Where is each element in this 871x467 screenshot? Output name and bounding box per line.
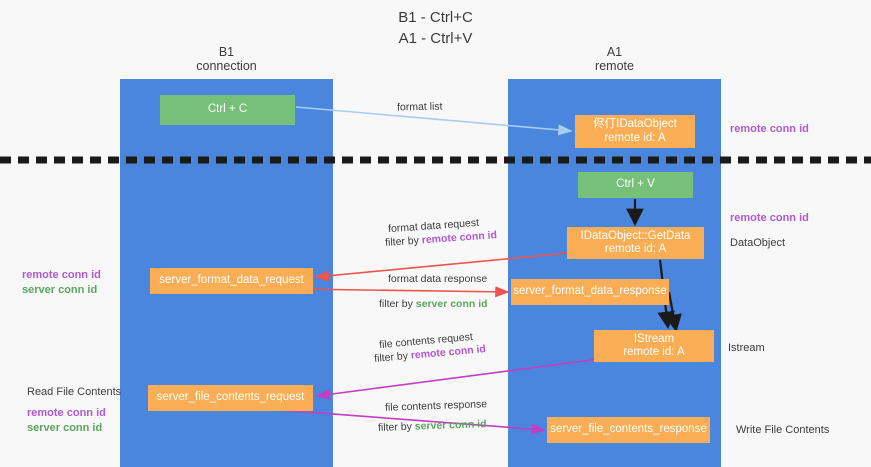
column-header-b1-name: B1: [218, 45, 235, 59]
legend-left-remote-conn-id: remote conn id: [22, 269, 101, 281]
legend-right-remote-conn-id-mid: remote conn id: [730, 212, 809, 224]
filter-prefix: filter by: [379, 298, 416, 310]
legend-right-write-file-contents: Write File Contents: [736, 424, 830, 436]
column-header-b1-sub: connection: [196, 59, 257, 73]
column-header-a1-name: A1: [606, 45, 623, 59]
edge-label-file-contents-response: file contents response: [384, 398, 488, 414]
node-sfcreq-label: server_file_contents_request: [156, 391, 305, 404]
edge-label-format-list: format list: [396, 100, 443, 114]
filter-key-remote-conn-id: remote conn id: [421, 229, 498, 247]
column-header-a1-sub: remote: [595, 59, 634, 73]
node-server-file-contents-response[interactable]: server_file_contents_response: [547, 417, 710, 443]
legend-right-istream: Istream: [728, 342, 765, 354]
legend-left2-server-conn-id: server conn id: [27, 422, 103, 434]
node-idataobject-line1: 侭仃IDataObject: [593, 118, 677, 130]
node-server-format-data-request[interactable]: server_format_data_request: [150, 268, 313, 294]
node-istream-line1: IStream: [633, 332, 675, 345]
title-line-2: A1 - Ctrl+V: [398, 30, 473, 47]
node-sfcres-label: server_file_contents_response: [550, 423, 707, 436]
filter-prefix: filter by: [377, 420, 415, 434]
column-header-a1: A1 remote: [508, 45, 721, 73]
filter-key-server-conn-id: server conn id: [415, 298, 488, 310]
edge-label-format-data-response: format data response: [388, 273, 488, 285]
node-idataobject-line2: remote id: A: [604, 131, 666, 144]
node-ctrl-c[interactable]: Ctrl + C: [160, 95, 295, 125]
legend-left-server-conn-id: server conn id: [22, 284, 98, 296]
node-istream-line2: remote id: A: [623, 346, 685, 358]
edge-label-format-data-response-filter: filter by server conn id: [379, 297, 488, 311]
node-sfdres-label: server_format_data_response: [513, 285, 667, 298]
filter-prefix: filter by: [384, 234, 423, 249]
node-idataobject[interactable]: 侭仃IDataObject remote id: A: [575, 115, 695, 148]
filter-prefix: filter by: [373, 349, 412, 365]
node-istream[interactable]: IStream remote id: A: [594, 330, 714, 362]
node-getdata-line1: IDataObject::GetData: [580, 229, 691, 242]
legend-left-conn-ids: remote conn id server conn id: [22, 268, 101, 298]
node-ctrl-v-label: Ctrl + V: [616, 178, 655, 191]
legend-right-remote-conn-id-top: remote conn id: [730, 123, 809, 135]
node-getdata-line2: remote id: A: [604, 243, 667, 255]
legend-left2-remote-conn-id: remote conn id: [27, 407, 106, 419]
legend-right-dataobject: DataObject: [730, 237, 786, 249]
node-ctrl-c-label: Ctrl + C: [207, 103, 248, 116]
column-header-b1: B1 connection: [120, 45, 333, 73]
node-idataobject-getdata[interactable]: IDataObject::GetData remote id: A: [567, 227, 704, 259]
title-line-1: B1 - Ctrl+C: [398, 9, 473, 26]
filter-key-server-conn-id: server conn id: [414, 418, 487, 433]
page-title: B1 - Ctrl+C A1 - Ctrl+V: [0, 7, 871, 49]
node-sfdreq-label: server_format_data_request: [159, 274, 304, 287]
edge-label-file-contents-response-filter: filter by server conn id: [378, 417, 487, 435]
node-server-file-contents-request[interactable]: server_file_contents_request: [148, 385, 313, 411]
legend-read-file-contents: Read File Contents: [27, 386, 122, 398]
node-ctrl-v[interactable]: Ctrl + V: [578, 172, 693, 198]
node-server-format-data-response[interactable]: server_format_data_response: [511, 279, 669, 305]
legend-left-read-file-contents: Read File Contents remote conn id server…: [27, 385, 121, 436]
